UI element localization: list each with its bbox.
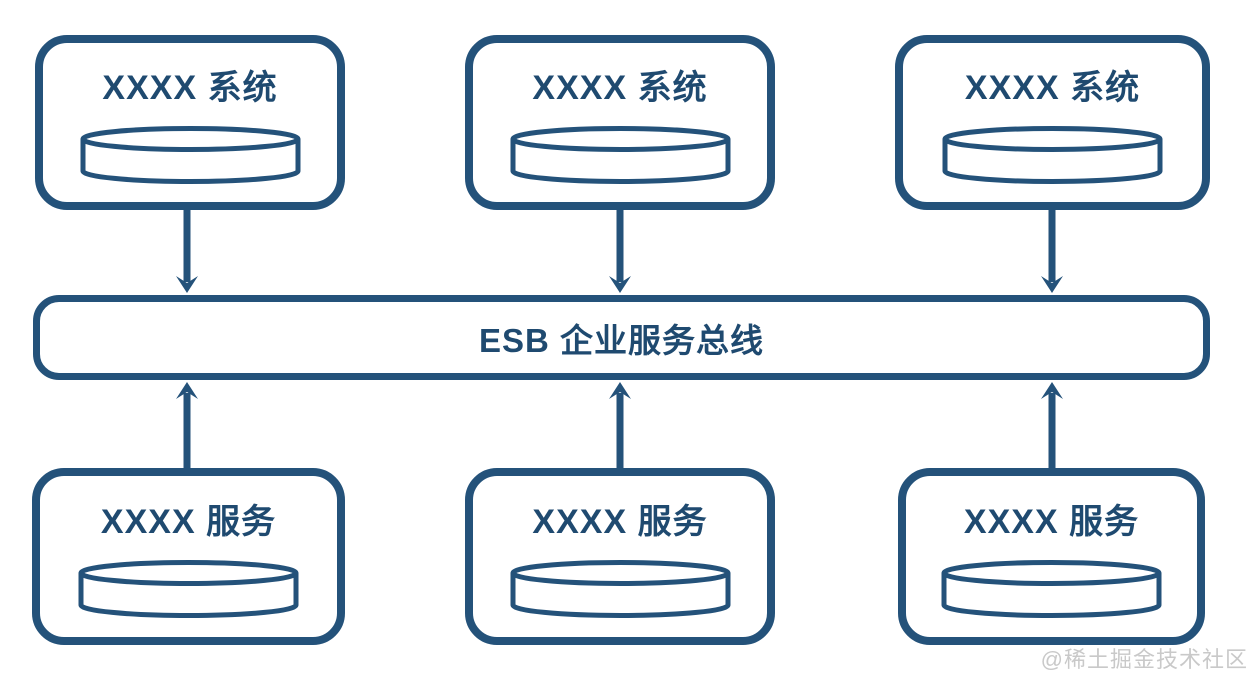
service-box-2: XXXX 服务 <box>465 468 775 645</box>
database-cylinder-icon <box>80 126 300 184</box>
database-cylinder-icon <box>942 126 1163 184</box>
system-box-2: XXXX 系统 <box>465 35 775 210</box>
arrow-service2-to-bus <box>609 382 631 468</box>
arrow-system2-to-bus <box>609 210 631 293</box>
arrow-service3-to-bus <box>1041 382 1063 468</box>
service-box-1-label: XXXX 服务 <box>100 503 277 541</box>
database-cylinder-icon <box>510 126 730 184</box>
service-box-2-label: XXXX 服务 <box>532 503 708 541</box>
arrow-system1-to-bus <box>176 210 198 293</box>
system-box-3-label: XXXX 系统 <box>964 69 1141 107</box>
arrow-system3-to-bus <box>1041 210 1063 293</box>
database-cylinder-icon <box>78 560 299 618</box>
arrow-service1-to-bus <box>176 382 198 468</box>
system-box-3: XXXX 系统 <box>895 35 1210 210</box>
database-cylinder-icon <box>510 560 730 618</box>
service-box-3: XXXX 服务 <box>898 468 1205 645</box>
system-box-1: XXXX 系统 <box>35 35 345 210</box>
system-box-1-label: XXXX 系统 <box>102 69 278 107</box>
esb-bus-label: ESB 企业服务总线 <box>478 321 765 359</box>
service-box-1: XXXX 服务 <box>32 468 345 645</box>
database-cylinder-icon <box>941 560 1162 618</box>
esb-bus: ESB 企业服务总线 <box>33 295 1210 380</box>
service-box-3-label: XXXX 服务 <box>963 503 1140 541</box>
system-box-2-label: XXXX 系统 <box>532 69 708 107</box>
watermark-text: @稀土掘金技术社区 <box>1040 647 1248 672</box>
